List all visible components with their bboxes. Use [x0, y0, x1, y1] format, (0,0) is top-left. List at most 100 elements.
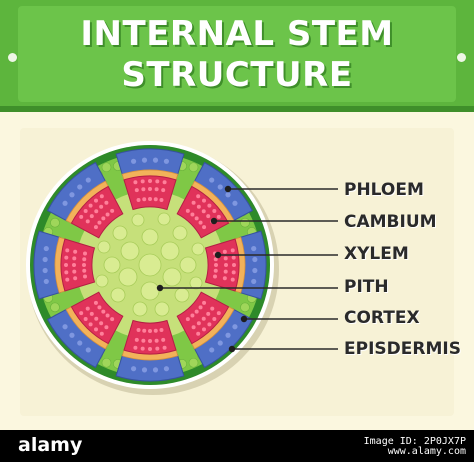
xylem-cell — [154, 187, 159, 192]
xylem-cell — [155, 346, 160, 351]
banner-pin-left — [8, 53, 17, 62]
xylem-cell — [99, 321, 104, 326]
phloem-cell — [62, 200, 68, 206]
xylem-cell — [159, 198, 164, 203]
title-banner-inner — [18, 6, 456, 102]
watermark-image-id-line1: Image ID: 2P0JX7P — [363, 436, 466, 447]
watermark-image-id-line2: www.alamy.com — [387, 446, 466, 457]
pith-cell — [172, 225, 188, 241]
xylem-cell — [162, 180, 167, 185]
xylem-cell — [201, 198, 206, 203]
pith-cell — [179, 256, 197, 274]
xylem-cell — [230, 277, 235, 282]
phloem-cell — [225, 332, 231, 338]
xylem-cell — [141, 338, 146, 343]
pith-cell — [132, 301, 148, 317]
xylem-cell — [231, 270, 236, 275]
xylem-cell — [133, 180, 138, 185]
label-pith: PITH — [344, 277, 389, 297]
xylem-cell — [85, 306, 90, 311]
xylem-cell — [159, 327, 164, 332]
pith-cell — [103, 256, 121, 274]
phloem-cell — [141, 157, 148, 163]
xylem-cell — [83, 316, 88, 321]
xylem-cell — [142, 328, 147, 333]
phloem-cell — [85, 177, 91, 183]
xylem-cell — [153, 197, 158, 202]
xylem-cell — [148, 339, 152, 343]
xylem-cell — [82, 263, 86, 267]
phloem-cell — [130, 366, 137, 372]
phloem-cell — [163, 366, 170, 372]
xylem-cell — [194, 216, 199, 221]
xylem-cell — [136, 198, 141, 203]
xylem-cell — [141, 187, 146, 192]
pith-cell — [97, 240, 111, 254]
xylem-cell — [191, 200, 196, 205]
watermark-image-id: Image ID: 2P0JX7P www.alamy.com — [364, 437, 466, 457]
xylem-cell — [73, 276, 78, 281]
xylem-cell — [99, 331, 104, 336]
xylem-cell — [101, 216, 106, 221]
xylem-cell — [198, 220, 203, 225]
xylem-cell — [72, 269, 77, 274]
phloem-cell — [141, 367, 148, 373]
xylem-cell — [196, 204, 201, 209]
phloem-cell — [209, 347, 215, 353]
xylem-cell — [110, 208, 115, 213]
phloem-cell — [43, 245, 49, 252]
xylem-cell — [110, 317, 115, 322]
xylem-cell — [83, 251, 88, 256]
xylem-cell — [97, 220, 102, 225]
cortex-cell — [188, 162, 199, 173]
title-line-2: STRUCTURE — [121, 55, 353, 95]
cortex-cell — [101, 357, 112, 368]
pith-cell — [191, 242, 205, 256]
watermark-brand: alamy — [18, 434, 83, 456]
xylem-cell — [82, 268, 87, 273]
pith-cell — [154, 301, 170, 317]
xylem-cell — [136, 327, 141, 332]
pith-cell — [140, 281, 160, 301]
xylem-cell — [94, 198, 99, 203]
phloem-cell — [232, 200, 238, 206]
xylem-cell — [97, 305, 102, 310]
xylem-cell — [207, 203, 212, 208]
xylem-cell — [232, 263, 236, 267]
xylem-cell — [148, 179, 152, 183]
leader-dot — [214, 251, 222, 259]
xylem-cell — [105, 212, 110, 217]
cortex-cell — [240, 302, 250, 313]
xylem-cell — [196, 321, 201, 326]
pith-cell — [120, 241, 140, 261]
xylem-cell — [73, 249, 78, 254]
xylem-cell — [161, 188, 166, 193]
xylem-cell — [155, 179, 160, 184]
xylem-cell — [88, 203, 93, 208]
cortex-cell — [101, 162, 112, 173]
watermark-footer: alamy Image ID: 2P0JX7P www.alamy.com — [0, 430, 474, 462]
xylem-cell — [134, 188, 139, 193]
xylem-cell — [201, 316, 206, 321]
leader-dot — [210, 217, 218, 225]
xylem-cell — [212, 316, 217, 321]
xylem-cell — [89, 214, 94, 219]
cortex-cell — [188, 357, 199, 368]
phloem-cell — [163, 158, 170, 164]
pith-cell — [160, 241, 180, 261]
xylem-cell — [202, 225, 207, 230]
phloem-cell — [85, 347, 91, 353]
xylem-cell — [148, 187, 152, 191]
xylem-cell — [134, 337, 139, 342]
xylem-cell — [64, 263, 68, 267]
xylem-cell — [231, 255, 236, 260]
xylem-cell — [222, 276, 227, 281]
phloem-cell — [252, 267, 258, 274]
xylem-cell — [201, 209, 206, 214]
xylem-cell — [101, 309, 106, 314]
xylem-cell — [65, 248, 70, 253]
xylem-cell — [222, 249, 227, 254]
label-cambium: CAMBIUM — [344, 212, 437, 232]
xylem-cell — [161, 337, 166, 342]
xylem-cell — [89, 311, 94, 316]
